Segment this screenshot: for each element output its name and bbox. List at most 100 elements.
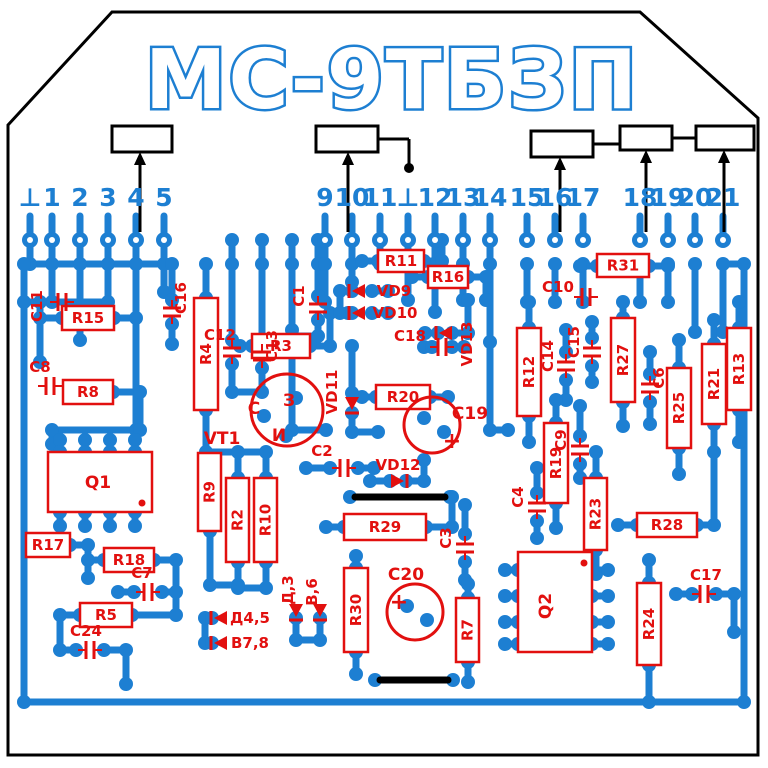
- pad: [155, 585, 169, 599]
- pin-number: ⊥: [19, 183, 42, 212]
- pad: [129, 311, 143, 325]
- pad: [707, 445, 721, 459]
- pad: [169, 585, 183, 599]
- component-label: R27: [614, 344, 632, 376]
- pad: [573, 457, 587, 471]
- pad: [601, 615, 615, 629]
- pad: [688, 257, 702, 271]
- pad: [343, 490, 357, 504]
- resistor-outline: [635, 511, 699, 539]
- ic-pin1-dot: [580, 559, 588, 567]
- pin-hole: [349, 237, 355, 243]
- trimmer-arrow-icon: [640, 150, 652, 163]
- pad: [285, 257, 299, 271]
- pad: [33, 295, 47, 309]
- plus-sign: +: [443, 429, 461, 454]
- pad: [81, 538, 95, 552]
- resistor-outline: [374, 383, 432, 411]
- component-label: C18: [394, 327, 426, 345]
- component-label: С: [248, 399, 260, 419]
- pad: [53, 643, 67, 657]
- component-label: R8: [77, 383, 99, 401]
- component-label: R16: [432, 268, 464, 286]
- pad: [716, 257, 730, 271]
- pin-hole: [377, 237, 383, 243]
- diode-triangle-icon: [214, 636, 227, 650]
- pad: [573, 259, 587, 273]
- pad: [573, 429, 587, 443]
- pad: [231, 445, 245, 459]
- component-label: Д,3: [279, 575, 297, 605]
- component-label: R18: [113, 551, 145, 569]
- ic-outline: [46, 450, 154, 514]
- pin-hole: [322, 237, 328, 243]
- resistor-outline: [342, 512, 428, 542]
- resistor-outline: [192, 296, 220, 412]
- component-label: C15: [565, 326, 583, 358]
- pad: [417, 474, 431, 488]
- component-label: R11: [385, 252, 417, 270]
- component-label: C4: [509, 486, 527, 507]
- resistor-outline: [725, 326, 753, 412]
- pad: [589, 445, 603, 459]
- component-label: C6: [650, 367, 668, 388]
- resistor-outline: [60, 304, 116, 332]
- component-outlines: [24, 248, 753, 667]
- pin-hole: [580, 237, 586, 243]
- pad: [165, 337, 179, 351]
- pad: [259, 581, 273, 595]
- pad: [418, 326, 432, 340]
- pad: [319, 520, 333, 534]
- component-label: R3: [270, 337, 292, 355]
- pad: [351, 461, 365, 475]
- pin-number: 17: [566, 183, 601, 212]
- component-label: R9: [201, 481, 219, 503]
- pad: [445, 520, 459, 534]
- resistor-outline: [454, 596, 481, 664]
- pin-number: 19: [651, 183, 686, 212]
- component-label: R4: [197, 343, 215, 365]
- pad: [672, 467, 686, 481]
- pad: [522, 435, 536, 449]
- pad: [405, 270, 419, 284]
- pad: [642, 553, 656, 567]
- pad: [530, 461, 544, 475]
- pad: [585, 315, 599, 329]
- pad: [420, 613, 434, 627]
- pad: [661, 295, 675, 309]
- plus-sign: +: [390, 590, 408, 615]
- resistor-outline: [196, 451, 223, 533]
- component-label: C14: [539, 340, 557, 372]
- component-label: C16: [172, 282, 190, 314]
- component-label: R13: [730, 353, 748, 385]
- pad: [498, 589, 512, 603]
- resistor-outline: [635, 581, 663, 667]
- pin-number: 10: [335, 183, 370, 212]
- component-label: R20: [387, 388, 419, 406]
- trimmer-arrow-icon: [554, 157, 566, 170]
- component-label: И: [272, 426, 286, 446]
- pad: [616, 295, 630, 309]
- pad: [345, 339, 359, 353]
- resistor-outline: [61, 378, 115, 406]
- pad: [616, 419, 630, 433]
- resistor-outline: [542, 421, 570, 505]
- pad: [345, 386, 359, 400]
- trimmer-outline: [314, 124, 380, 154]
- trimmer-outline: [529, 129, 595, 159]
- trimmer-outline: [110, 124, 174, 154]
- pad: [633, 295, 647, 309]
- pad: [483, 335, 497, 349]
- component-label: C11: [28, 290, 46, 322]
- pad: [401, 293, 415, 307]
- pin-number: 16: [538, 183, 573, 212]
- pad: [318, 295, 332, 309]
- pad: [103, 519, 117, 533]
- pad: [78, 519, 92, 533]
- pin-number: ⊥: [397, 183, 420, 212]
- pad: [520, 257, 534, 271]
- pad: [285, 233, 299, 247]
- pad: [549, 521, 563, 535]
- pad: [601, 563, 615, 577]
